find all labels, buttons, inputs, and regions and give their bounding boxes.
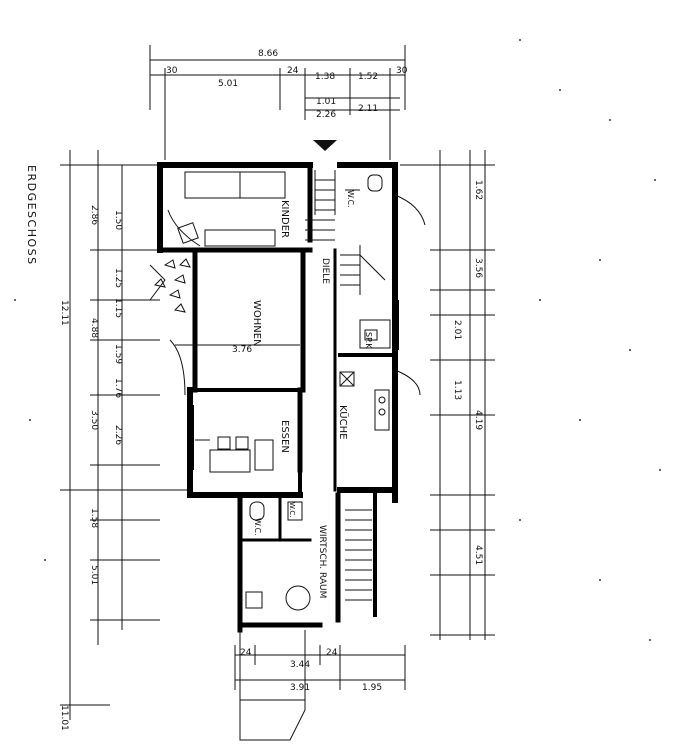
dim-right-e: 4.51 [473, 545, 483, 565]
dim-top-30a: 30 [166, 66, 178, 76]
fixtures [149, 170, 426, 741]
dim-right-a: 1.62 [473, 180, 483, 200]
room-label-wc-top: W.C. [346, 190, 355, 208]
dim-bottom-f: 24 [326, 648, 338, 658]
dim-159: 1.59 [113, 344, 123, 364]
dim-113: 1.13 [452, 380, 462, 400]
dim-right-b: 3.56 [473, 258, 483, 278]
dim-left-c: 3.50 [89, 410, 99, 430]
right-dimensions [400, 150, 495, 640]
dim-bottom-b: 3.91 [290, 683, 310, 693]
dim-top-211: 2.11 [358, 104, 378, 114]
room-label-spk: SP.K [364, 332, 373, 349]
bottom-dimensions [234, 645, 406, 690]
room-label-wirtsch: WIRTSCH. RAUM [317, 525, 327, 598]
dim-top-total: 8.66 [258, 49, 278, 59]
room-label-wc-bottom: W.C. [253, 518, 262, 536]
dim-right-d: 2.01 [452, 320, 462, 340]
dim-left-e: 5.01 [89, 565, 99, 585]
top-dimensions [149, 45, 406, 160]
dim-right-c: 4.19 [473, 410, 483, 430]
dim-bottom-a: 3.44 [290, 660, 310, 670]
room-label-essen: ESSEN [279, 420, 290, 453]
dim-top-c: 1.52 [358, 72, 378, 82]
dim-top-101: 1.01 [316, 97, 336, 107]
room-label-kinder: KINDER [279, 200, 290, 238]
dim-wohnen-width: 3.76 [232, 345, 252, 355]
dim-top-24: 24 [287, 66, 299, 76]
dim-left-d: 1.58 [89, 508, 99, 528]
dim-left-total: 12.11 [59, 300, 69, 326]
dim-150: 1.50 [113, 210, 123, 230]
dim-bottom-c: 1.95 [362, 683, 382, 693]
windows [189, 300, 399, 470]
dim-top-a: 5.01 [218, 79, 238, 89]
dim-226b: 2.26 [113, 425, 123, 445]
room-label-wc-small: W.C. [288, 502, 296, 517]
room-label-diele: DIELE [320, 258, 330, 284]
dim-top-b: 1.38 [315, 72, 335, 82]
dim-bottom-d: 11.01 [59, 705, 69, 731]
dim-125: 1.25 [113, 268, 123, 288]
room-label-wohnen: WOHNEN [251, 300, 262, 347]
dim-top-30b: 30 [396, 66, 408, 76]
scan-noise [14, 39, 661, 641]
floor-title: ERDGESCHOSS [25, 165, 38, 266]
entrance-arrow-icon [313, 140, 337, 151]
dim-115: 1.15 [113, 298, 123, 318]
dim-bottom-e: 24 [240, 648, 252, 658]
dim-left-a: 2.86 [89, 205, 99, 225]
dim-176: 1.76 [113, 378, 123, 398]
plant-symbols [153, 258, 191, 313]
dim-top-226: 2.26 [316, 110, 336, 120]
dim-left-b: 4.88 [89, 318, 99, 338]
room-label-kueche: KÜCHE [337, 405, 350, 439]
left-dimensions [60, 150, 190, 720]
